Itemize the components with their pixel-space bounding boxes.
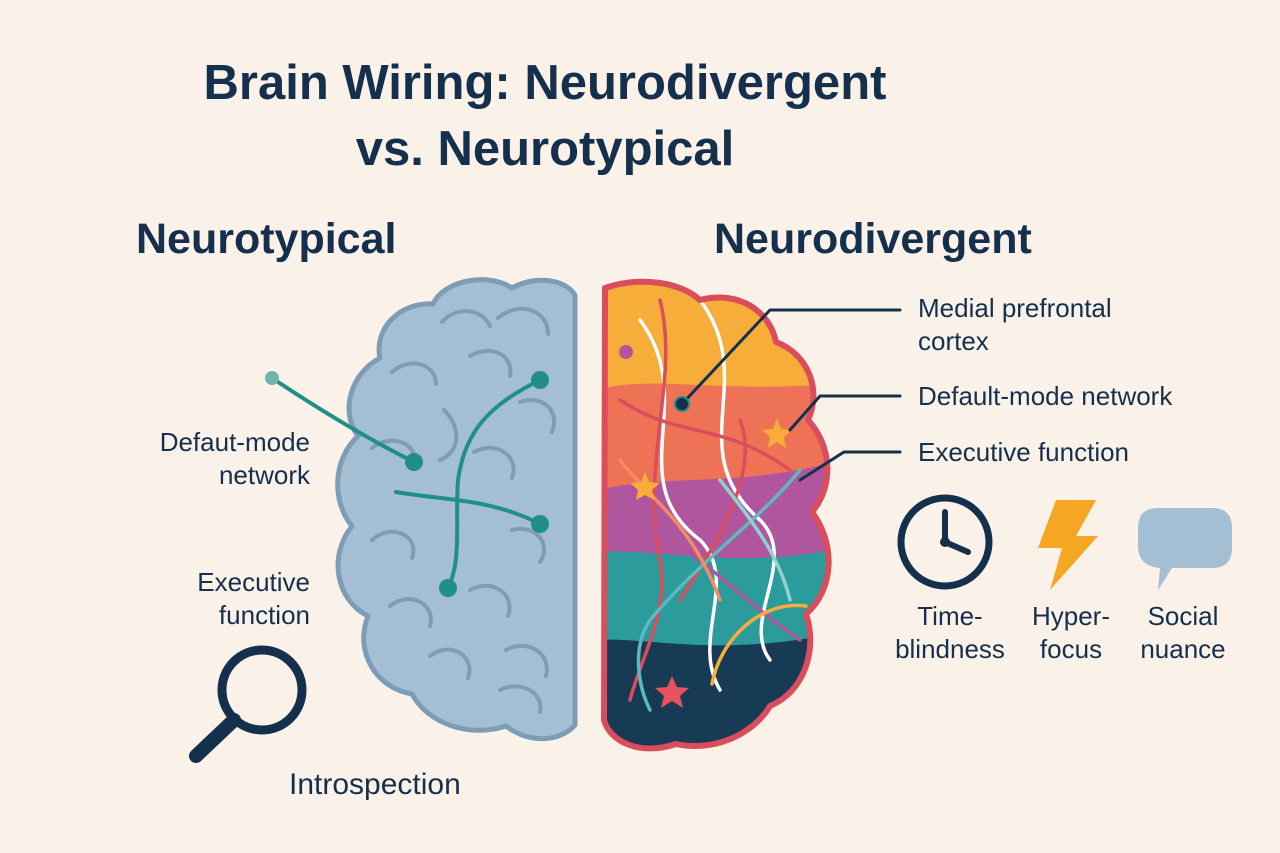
mpfc-label: Medial prefrontal cortex (918, 293, 1112, 356)
page-title: Brain Wiring: Neurodivergent vs. Neuroty… (80, 50, 1010, 182)
neurotypical-heading: Neurotypical (136, 215, 397, 263)
speech-bubble-icon (1138, 508, 1232, 590)
trait-hyper-focus: Hyper- focus (1031, 601, 1110, 664)
clock-icon (897, 494, 993, 590)
title-line-2: vs. Neurotypical (355, 122, 735, 176)
introspection-label: Introspection (289, 768, 461, 801)
neurotypical-exec-label: Executive function (197, 567, 310, 630)
magnifying-glass-icon (189, 645, 307, 763)
lightning-bolt-icon (1038, 500, 1098, 590)
neurotypical-dmn-label: Defaut-mode network (159, 427, 310, 490)
neurodivergent-exec-label: Executive function (918, 437, 1130, 467)
neurotypical-brain (265, 277, 578, 742)
title-line-1: Brain Wiring: Neurodivergent (203, 56, 887, 110)
neurodivergent-dmn-label: Default-mode network (918, 381, 1173, 411)
trait-time-blindness: Time- blindness (895, 601, 1005, 664)
neurodivergent-heading: Neurodivergent (714, 215, 1032, 263)
mpfc-marker (674, 396, 690, 412)
neurodivergent-brain (601, 278, 832, 752)
trait-social-nuance: Social nuance (1140, 601, 1226, 664)
leader-lines (680, 308, 902, 482)
